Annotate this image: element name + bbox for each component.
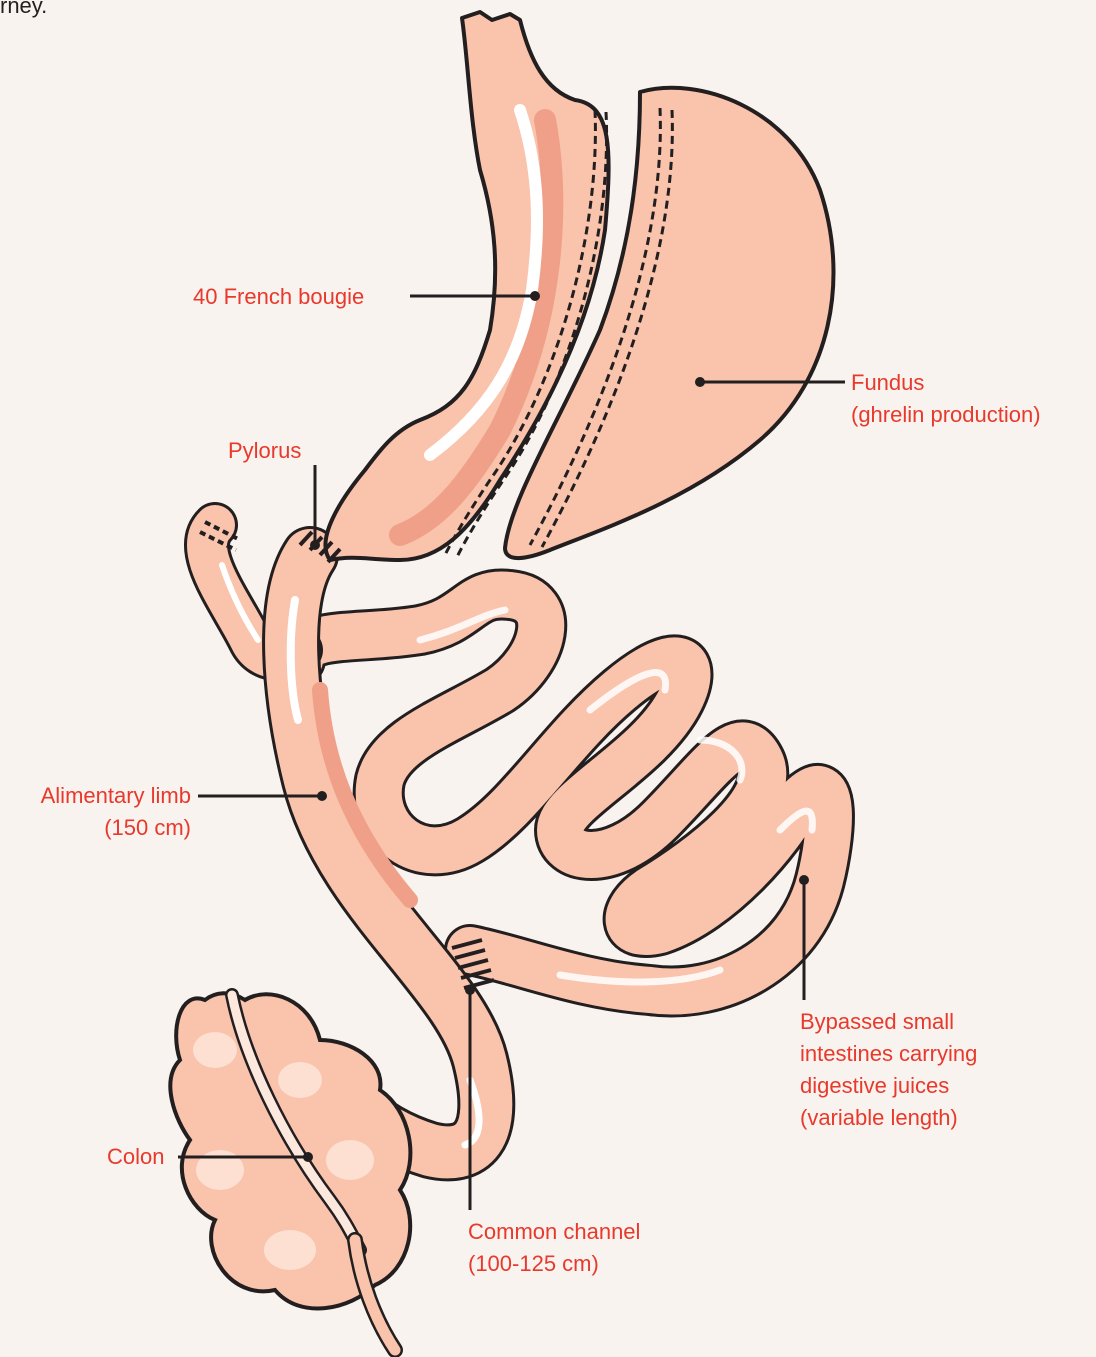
label-common-channel-length: (100-125 cm) [468, 1250, 599, 1278]
label-bypassed-1: Bypassed small [800, 1008, 954, 1036]
label-fundus-detail: (ghrelin production) [851, 401, 1041, 429]
colon [170, 993, 410, 1350]
label-fundus: Fundus [851, 369, 924, 397]
label-bougie: 40 French bougie [193, 283, 364, 311]
label-alimentary-limb: Alimentary limb [41, 782, 191, 810]
label-pylorus: Pylorus [228, 437, 301, 465]
label-bypassed-3: digestive juices [800, 1072, 949, 1100]
label-bypassed-2: intestines carrying [800, 1040, 977, 1068]
label-bypassed-4: (variable length) [800, 1104, 958, 1132]
label-common-channel: Common channel [468, 1218, 640, 1246]
label-colon: Colon [107, 1143, 164, 1171]
label-alimentary-length: (150 cm) [104, 814, 191, 842]
